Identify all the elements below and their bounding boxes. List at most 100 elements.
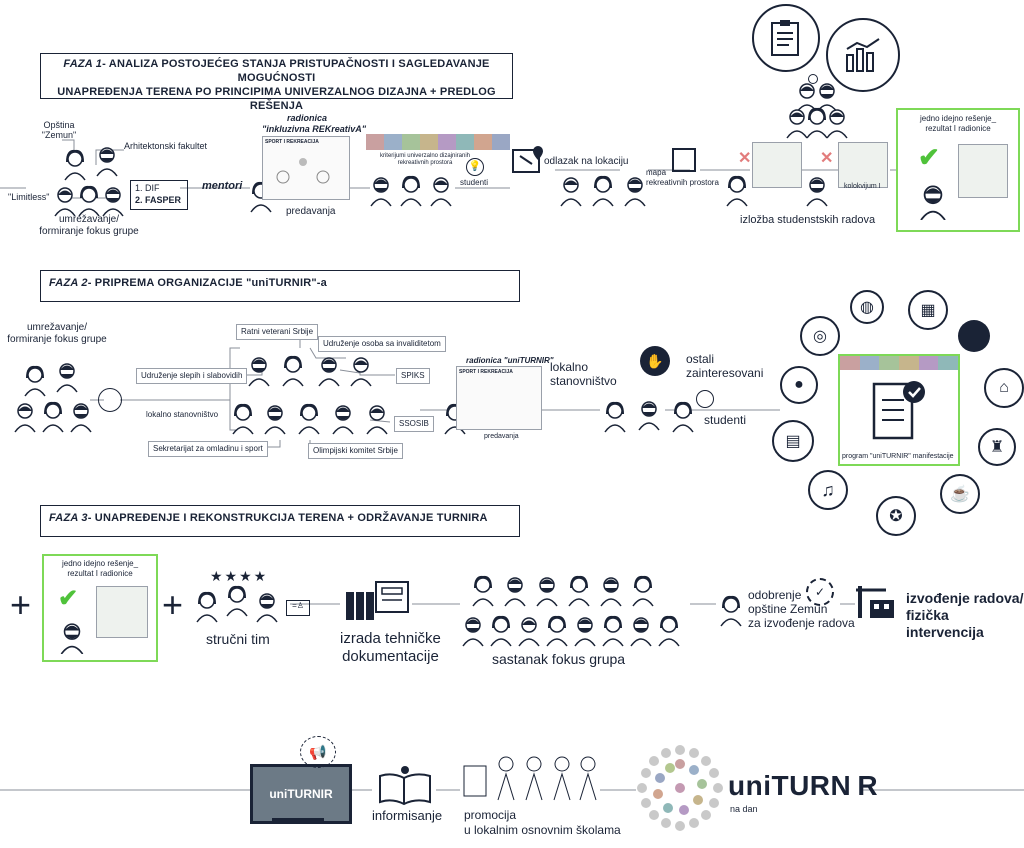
trophy-icon: ♜ bbox=[989, 439, 1005, 456]
izlozba-label: izložba studenstskih radova bbox=[740, 214, 876, 226]
map-book-icon bbox=[672, 148, 696, 172]
thought-dot-1 bbox=[808, 74, 818, 84]
person-student-1 bbox=[370, 177, 392, 207]
kriterijumi-label: kriterijumi univerzalno dizajniranih rek… bbox=[379, 153, 471, 166]
calendar-icon: ▦ bbox=[920, 302, 936, 319]
person-tim-1 bbox=[196, 591, 218, 623]
medal-circle: ✪ bbox=[876, 496, 916, 536]
plus-sign-2: + bbox=[162, 584, 184, 625]
resenje-thumb-p3 bbox=[96, 586, 148, 638]
person-fg-4 bbox=[568, 575, 590, 607]
checkmark-icon-p3: ✔ bbox=[58, 585, 79, 612]
book-icon bbox=[379, 766, 431, 806]
phase2-title-box: FAZA 2- PRIPREMA ORGANIZACIJE "uniTURNIR… bbox=[40, 270, 520, 302]
program-label: program "uniTURNIR" manifestacije bbox=[842, 453, 954, 460]
monitor-stand bbox=[272, 818, 324, 822]
music-icon: ♫ bbox=[821, 479, 835, 500]
radionica-name: "inkluzivna REKreativA" bbox=[262, 124, 367, 134]
person-top-4 bbox=[806, 107, 828, 139]
person-fg-2 bbox=[504, 577, 526, 607]
studenti-label-p2: studenti bbox=[704, 413, 747, 427]
trophy-circle: ♜ bbox=[978, 428, 1016, 466]
phase3-prefix: FAZA 3 bbox=[49, 512, 88, 524]
predavanja2-label: predavanja bbox=[484, 433, 519, 440]
odobrenje-label: odobrenje opštine Zemun za izvođenje rad… bbox=[748, 588, 855, 630]
resenje-box-p1: jedno idejno rešenje_ rezultat I radioni… bbox=[896, 108, 1020, 232]
phase3-title-box: FAZA 3- UNAPREĐENJE I REKONSTRUKCIJA TER… bbox=[40, 505, 520, 537]
red-x-1: ✕ bbox=[738, 150, 752, 167]
limitless-label: "Limitless" bbox=[8, 192, 50, 202]
target-circle: ◎ bbox=[800, 316, 840, 356]
person-fg-1 bbox=[472, 575, 494, 607]
fasper-label: 2. FASPER bbox=[135, 195, 182, 205]
person-resenje-p3 bbox=[60, 623, 84, 654]
person-odobrenje bbox=[720, 595, 742, 627]
person-p2-4 bbox=[42, 401, 64, 433]
food-circle: ☕ bbox=[940, 474, 980, 514]
red-x-2: ✕ bbox=[820, 150, 834, 167]
person-ss bbox=[332, 405, 354, 435]
resenje-box-p3: jedno idejno rešenje_ rezultat I radioni… bbox=[42, 554, 158, 662]
predavanja-label: predavanja bbox=[286, 206, 336, 217]
tag-slepih: Udruženje slepih i slabovidih bbox=[136, 368, 248, 384]
person-fg-9 bbox=[518, 617, 540, 647]
person-resenje-p1 bbox=[920, 185, 946, 220]
phase3-title: - UNAPREĐENJE I REKONSTRUKCIJA TERENA + … bbox=[87, 512, 488, 524]
person-lok-1 bbox=[604, 401, 626, 433]
person-fg-6 bbox=[632, 575, 654, 607]
shuttlecock-circle: ⌂ bbox=[984, 368, 1024, 408]
person-fg-13 bbox=[630, 617, 652, 647]
person-top-5 bbox=[826, 109, 848, 139]
puzzle-circle bbox=[958, 320, 990, 352]
lokalno-label: lokalno stanovništvo bbox=[550, 360, 617, 388]
color-strip-2 bbox=[840, 356, 959, 370]
person-fg-8 bbox=[490, 615, 512, 647]
construction-icon bbox=[856, 586, 894, 618]
studenti-label-p1: studenti bbox=[460, 178, 489, 187]
person-top-1 bbox=[796, 83, 818, 113]
board-icon: ▤ bbox=[785, 433, 801, 450]
tag-spiks: SPIKS bbox=[396, 368, 430, 384]
board-circle: ▤ bbox=[772, 420, 814, 462]
program-box: program "uniTURNIR" manifestacije bbox=[838, 354, 960, 466]
person-fg-7 bbox=[462, 617, 484, 647]
food-icon: ☕ bbox=[950, 486, 970, 503]
strucni-label: stručni tim bbox=[206, 631, 270, 647]
sastanak-label: sastanak fokus grupa bbox=[492, 651, 626, 667]
ostali-label: ostali zainteresovani bbox=[686, 352, 764, 380]
person-mapa bbox=[726, 175, 748, 207]
arhitektonski-label: Arhitektonski fakultet bbox=[124, 141, 208, 151]
document-check-icon bbox=[872, 381, 925, 440]
kolokvijum-label: kolokvijum I bbox=[844, 183, 881, 190]
color-strip-1 bbox=[366, 134, 510, 150]
dif-fasper-box: 1. DIF 2. FASPER bbox=[130, 180, 188, 210]
stars-icon: ★★★★ bbox=[210, 568, 269, 584]
person-lok-2 bbox=[638, 401, 660, 431]
id-card-icon: =♙ bbox=[286, 600, 310, 616]
wheelchair-icon bbox=[276, 158, 330, 184]
izrada-label: izrada tehničke dokumentacije bbox=[340, 630, 441, 665]
map-pin-icon bbox=[512, 144, 546, 174]
person-tim-2 bbox=[226, 585, 248, 617]
screen-label: uniTURNIR bbox=[269, 787, 333, 801]
lightbulb-icon-p2 bbox=[696, 390, 714, 408]
music-circle: ♫ bbox=[808, 470, 848, 510]
dots-logo-icon bbox=[637, 745, 723, 831]
chart-icon bbox=[846, 38, 880, 72]
odlazak-label: odlazak na lokaciju bbox=[544, 156, 629, 167]
phase2-title: - PRIPREMA ORGANIZACIJE "uniTURNIR"-a bbox=[87, 277, 327, 289]
person-lok-3 bbox=[672, 401, 694, 433]
person-ratni bbox=[248, 357, 270, 387]
tag-ssosib: SSOSIB bbox=[394, 416, 434, 432]
person-fg-14 bbox=[658, 615, 680, 647]
mentori-label: mentori bbox=[202, 180, 243, 192]
clipboard-icon bbox=[771, 20, 799, 56]
hands-icon: ✋ bbox=[640, 346, 670, 376]
monitor-icon: uniTURNIR bbox=[250, 764, 352, 824]
person-fokus-1 bbox=[78, 185, 100, 217]
person-arhitektonski bbox=[96, 147, 118, 177]
folders-icon bbox=[346, 592, 374, 620]
megaphone-badge: 📢 bbox=[300, 736, 336, 768]
resenje-label-p3: jedno idejno rešenje_ rezultat I radioni… bbox=[61, 559, 139, 578]
basketball-icon: ◍ bbox=[860, 299, 874, 316]
